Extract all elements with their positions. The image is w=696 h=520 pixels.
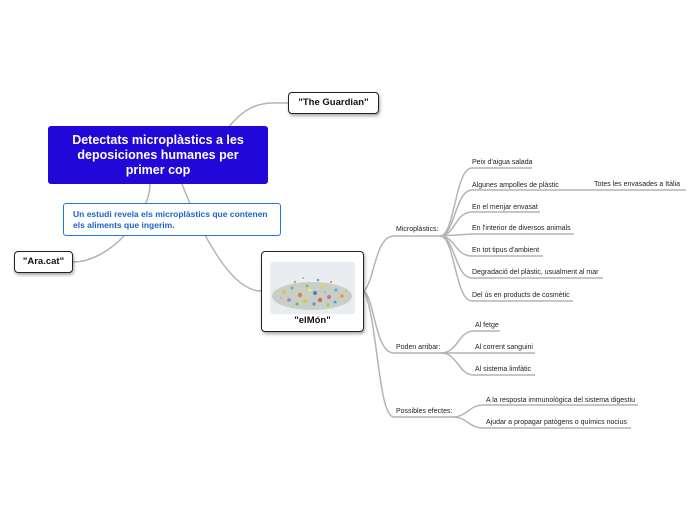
central-topic-title: Detectats microplàstics a les deposicion… [72,132,244,177]
branch-poden-arribar-label[interactable]: Poden arribar: [396,344,441,351]
microplastics-item[interactable]: Del ús en products de cosmètic [472,292,570,299]
connector-guardian [227,102,289,129]
branch-microplastics-label[interactable]: Microplàstics: [396,226,439,233]
microplastics-item[interactable]: En tot tipus d'ambient [472,247,540,254]
source-elmon-label: "elMón" [294,315,331,326]
microplastics-item[interactable]: Degradació del plàstic, usualment al mar [472,269,599,276]
source-guardian[interactable]: "The Guardian" [288,92,379,114]
central-topic[interactable]: Detectats microplàstics a les deposicion… [48,126,268,184]
microplastics-image [270,262,355,314]
connector-efectes [363,290,395,418]
source-aracat-label: "Ara.cat" [22,256,65,267]
connector-poden [363,290,395,354]
microplastics-item[interactable]: Peix d'aigua salada [472,159,533,166]
connector-elmon [181,183,262,292]
microplastics-subitem[interactable]: Totes les envasades a Itàlia [594,181,680,188]
efectes-item[interactable]: A la resposta immunològica del sistema d… [486,397,636,404]
source-aracat[interactable]: "Ara.cat" [14,251,73,273]
efectes-item[interactable]: Ajudar a propagar patògens o químics noc… [486,419,627,426]
poden-arribar-item[interactable]: Al fetge [475,322,499,329]
microplastics-item[interactable]: Algunes ampolles de plàstic [472,182,559,189]
poden-arribar-item[interactable]: Al corrent sanguini [475,344,533,351]
subtopic-study[interactable]: Un estudi revela els microplàstics que c… [63,203,281,236]
microplastics-item[interactable]: En el menjar envasat [472,204,538,211]
connector-microplastics [363,235,395,292]
subtopic-study-text: Un estudi revela els microplàstics que c… [73,209,268,230]
microplastics-item[interactable]: En l'interior de diversos animals [472,225,571,232]
source-guardian-label: "The Guardian" [298,97,369,108]
branch-efectes-label[interactable]: Possibles efectes: [396,408,453,415]
source-elmon[interactable]: "elMón" [261,251,364,332]
poden-arribar-item[interactable]: Al sistema limfàtic [475,366,532,373]
